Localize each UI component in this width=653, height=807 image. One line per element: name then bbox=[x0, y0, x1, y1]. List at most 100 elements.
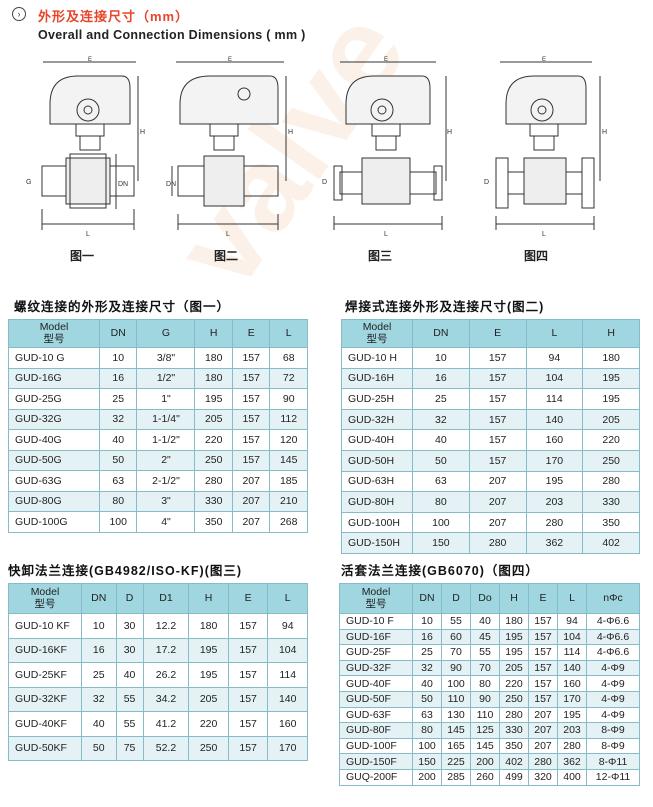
svg-text:H: H bbox=[447, 129, 452, 136]
model-cell: GUD-50F bbox=[339, 690, 413, 708]
value-cell: 145 bbox=[441, 722, 471, 739]
value-cell: 165 bbox=[441, 737, 471, 755]
value-cell: 145 bbox=[470, 737, 500, 755]
model-cell: GUD-25KF bbox=[8, 662, 82, 688]
figure-3-label: 图三 bbox=[368, 249, 393, 263]
value-cell: 50 bbox=[81, 735, 117, 761]
svg-text:E: E bbox=[88, 57, 92, 63]
value-cell: 16 bbox=[81, 637, 117, 663]
value-cell: 72 bbox=[269, 367, 308, 389]
value-cell: 157 bbox=[227, 735, 269, 761]
value-cell: 63 bbox=[412, 470, 470, 493]
value-cell: 170 bbox=[267, 735, 308, 761]
model-cell: GUD-40KF bbox=[8, 711, 82, 737]
svg-text:H: H bbox=[288, 129, 293, 136]
value-cell: 157 bbox=[528, 675, 558, 692]
header-title-en: Overall and Connection Dimensions ( mm ) bbox=[38, 28, 306, 42]
value-cell: 195 bbox=[194, 388, 233, 410]
value-cell: 250 bbox=[194, 449, 233, 471]
model-cell: GUD-32F bbox=[339, 659, 413, 677]
svg-text:E: E bbox=[542, 57, 546, 63]
value-cell: 210 bbox=[269, 490, 308, 512]
value-cell: 157 bbox=[528, 659, 558, 677]
value-cell: 40 bbox=[412, 675, 442, 692]
model-header: Model 型号 bbox=[341, 319, 413, 348]
value-cell: 180 bbox=[194, 367, 233, 389]
value-cell: 26.2 bbox=[142, 662, 190, 688]
svg-text:D: D bbox=[484, 179, 489, 186]
table-3-title: 快卸法兰连接(GB4982/ISO-KF)(图三) bbox=[8, 564, 243, 578]
value-cell: 94 bbox=[557, 613, 587, 630]
model-cell: GUD-80G bbox=[8, 490, 100, 512]
value-cell: 220 bbox=[188, 711, 229, 737]
value-cell: 32 bbox=[412, 408, 470, 431]
value-cell: 120 bbox=[269, 429, 308, 451]
value-cell: 90 bbox=[441, 659, 471, 677]
model-cell: GUD-10 H bbox=[341, 347, 413, 369]
section-header: › 外形及连接尺寸（mm） Overall and Connection Dim… bbox=[12, 6, 306, 42]
model-cell: GUD-80H bbox=[341, 491, 413, 513]
value-cell: 17.2 bbox=[142, 637, 190, 663]
model-header: Model 型号 bbox=[339, 583, 413, 614]
model-cell: GUD-150H bbox=[341, 532, 413, 554]
value-cell: 104 bbox=[525, 367, 584, 390]
value-cell: 150 bbox=[412, 753, 442, 770]
column-header: H bbox=[188, 583, 229, 614]
value-cell: 205 bbox=[188, 686, 229, 712]
svg-text:H: H bbox=[602, 129, 607, 136]
model-cell: GUD-50H bbox=[341, 449, 413, 472]
value-cell: 75 bbox=[115, 735, 144, 761]
value-cell: 280 bbox=[525, 511, 584, 534]
value-cell: 280 bbox=[499, 706, 529, 724]
value-cell: 94 bbox=[267, 613, 308, 639]
column-header: nΦc bbox=[586, 583, 640, 614]
value-cell: 25 bbox=[98, 388, 138, 410]
svg-text:E: E bbox=[384, 57, 388, 63]
model-cell: GUD-25H bbox=[341, 388, 413, 410]
value-cell: 207 bbox=[528, 737, 558, 755]
figure-3-drawing: L H D E bbox=[322, 54, 452, 244]
value-cell: 145 bbox=[269, 449, 308, 471]
value-cell: 32 bbox=[81, 686, 117, 712]
value-cell: 180 bbox=[188, 613, 229, 639]
value-cell: 170 bbox=[557, 690, 587, 708]
column-header: D bbox=[115, 583, 144, 614]
model-cell: GUD-63F bbox=[339, 706, 413, 724]
model-cell: GUD-32KF bbox=[8, 686, 82, 712]
value-cell: 157 bbox=[468, 449, 527, 472]
value-cell: 68 bbox=[269, 347, 308, 369]
svg-text:H: H bbox=[140, 129, 145, 136]
model-cell: GUD-10 G bbox=[8, 347, 100, 369]
value-cell: 330 bbox=[582, 491, 640, 513]
svg-text:G: G bbox=[26, 179, 31, 186]
value-cell: 130 bbox=[441, 706, 471, 724]
value-cell: 180 bbox=[194, 347, 233, 369]
column-header: D bbox=[441, 583, 471, 614]
value-cell: 25 bbox=[81, 662, 117, 688]
value-cell: 30 bbox=[115, 637, 144, 663]
value-cell: 250 bbox=[582, 449, 640, 472]
chevron-circle-icon: › bbox=[12, 7, 26, 21]
value-cell: 52.2 bbox=[142, 735, 190, 761]
value-cell: 200 bbox=[412, 768, 442, 786]
value-cell: 195 bbox=[188, 662, 229, 688]
model-cell: GUD-80F bbox=[339, 722, 413, 739]
value-cell: 220 bbox=[194, 429, 233, 451]
value-cell: 114 bbox=[557, 644, 587, 661]
value-cell: 70 bbox=[441, 644, 471, 661]
column-header: H bbox=[499, 583, 529, 614]
value-cell: 157 bbox=[468, 347, 527, 369]
